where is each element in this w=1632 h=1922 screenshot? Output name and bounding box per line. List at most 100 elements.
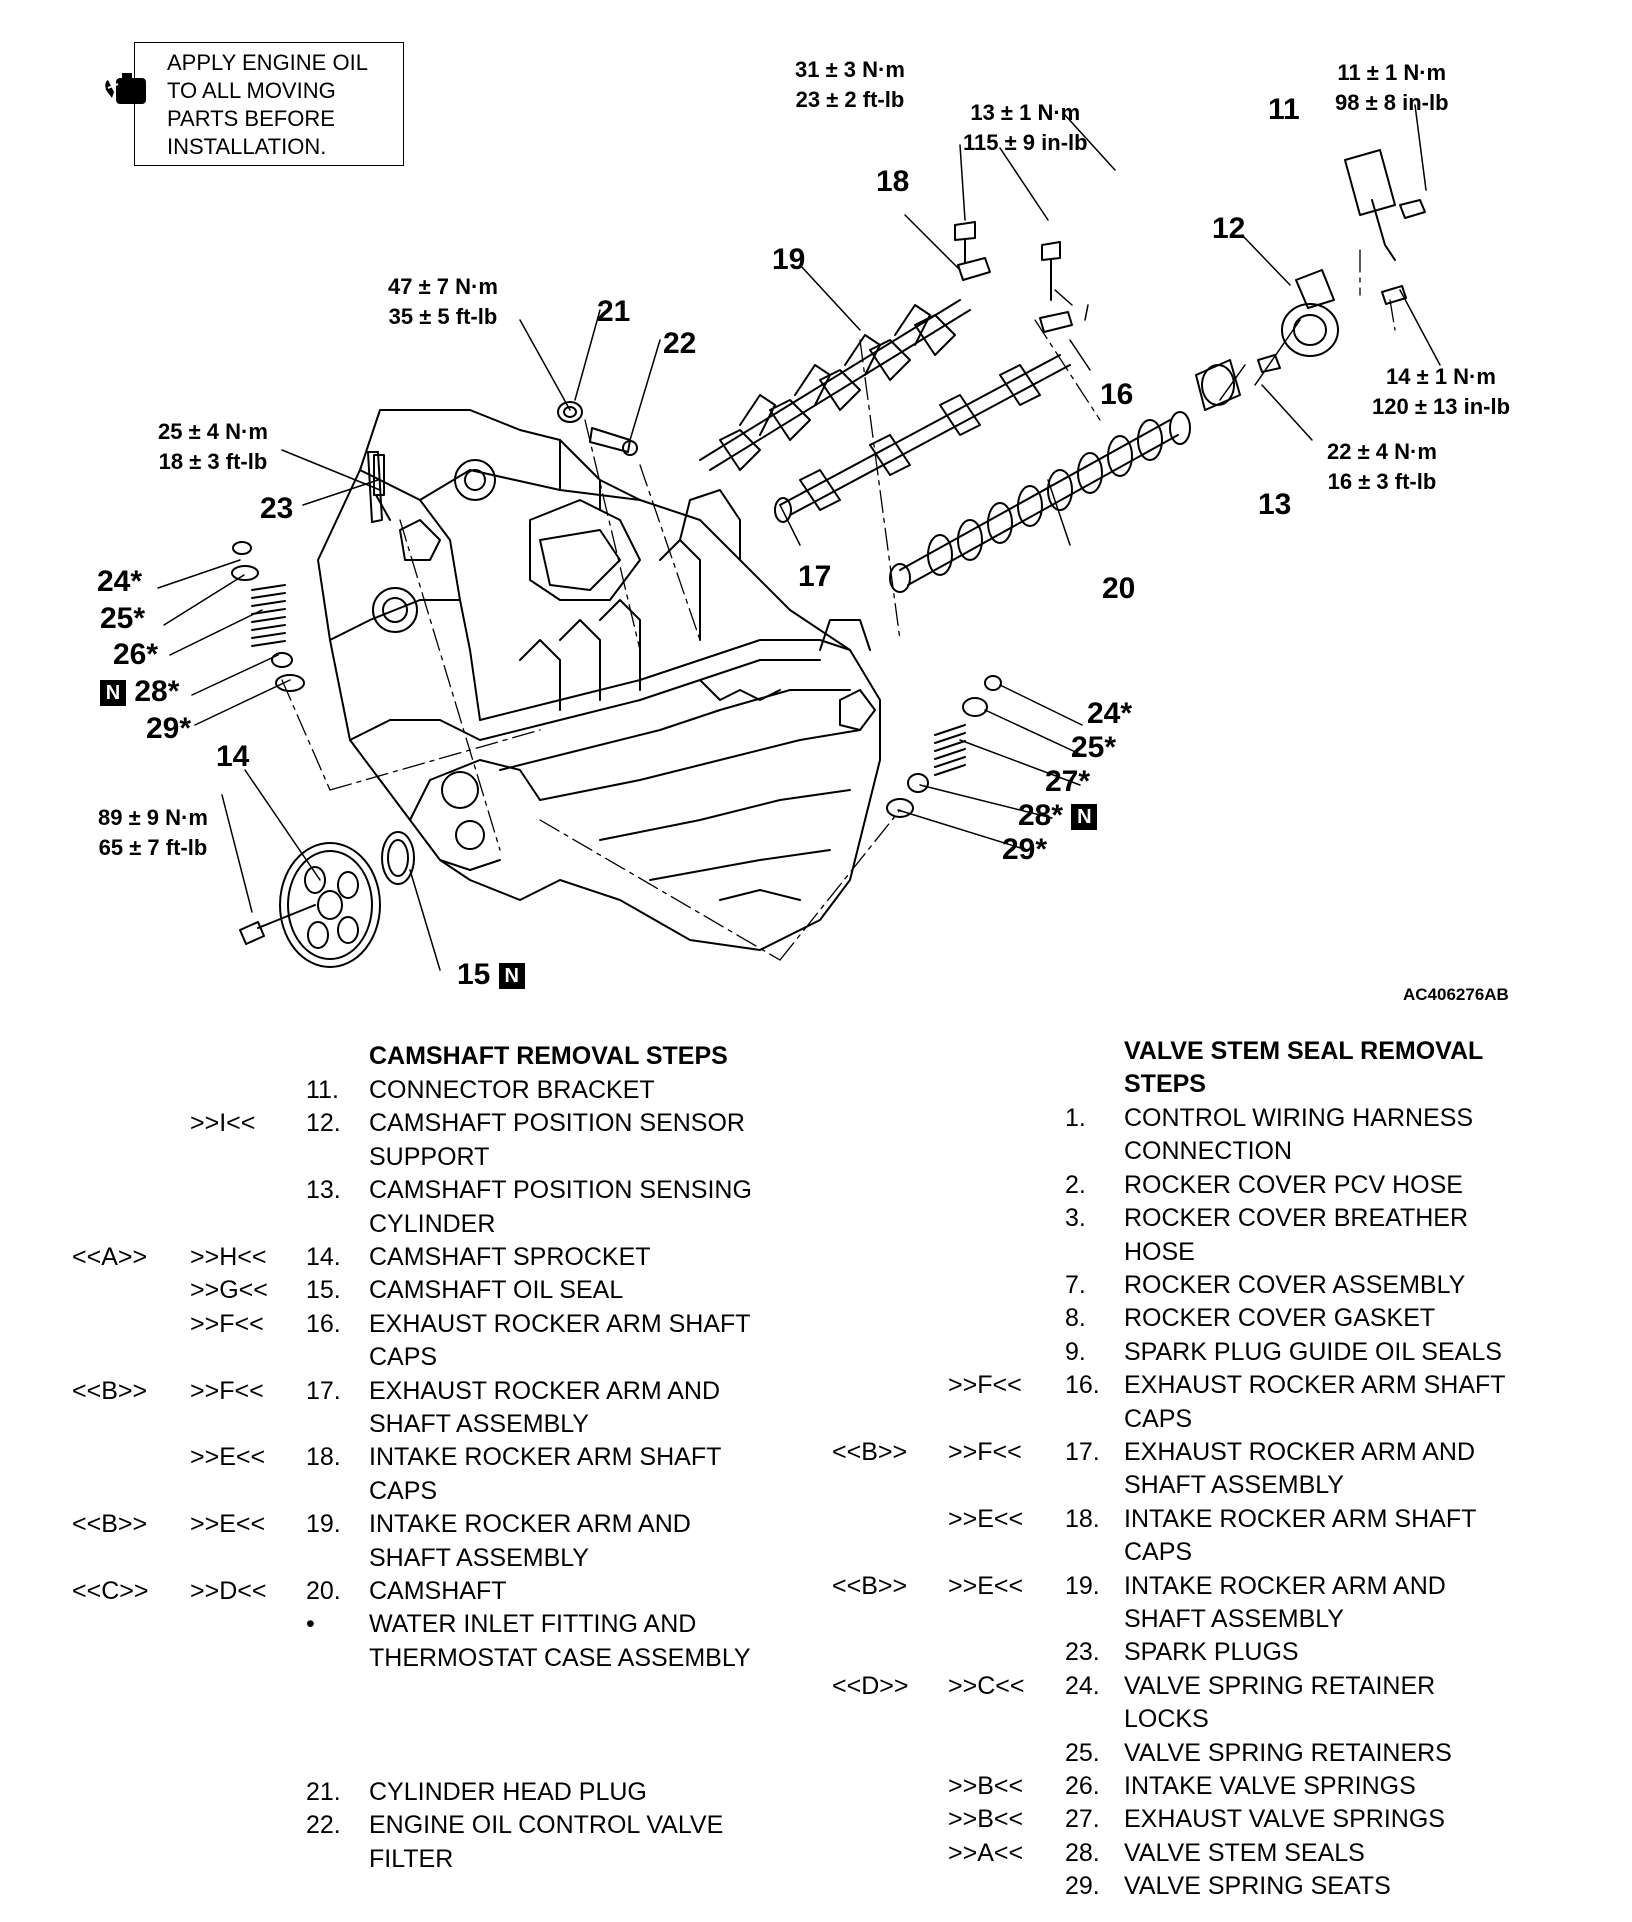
apply-oil-note-box: APPLY ENGINE OIL TO ALL MOVING PARTS BEF… — [134, 42, 404, 166]
step-row: • WATER INLET FITTING AND THERMOSTAT CASE… — [0, 1608, 820, 1675]
torque-metric: 14 ± 1 N·m — [1386, 364, 1496, 389]
step-ref-installation: >>F<< — [190, 1376, 264, 1405]
torque-spec-sensing-cylinder: 22 ± 4 N·m 16 ± 3 ft-lb — [1327, 437, 1437, 497]
step-label: VALVE STEM SEALS — [1124, 1838, 1365, 1867]
callout-11: 11 — [1268, 93, 1300, 126]
step-label: INTAKE VALVE SPRINGS — [1124, 1771, 1416, 1800]
step-label: CAMSHAFT POSITION SENSING CYLINDER — [369, 1176, 752, 1238]
step-label: CAMSHAFT SPROCKET — [369, 1242, 651, 1271]
torque-spec-exhaust-caps: 13 ± 1 N·m 115 ± 9 in-lb — [963, 98, 1088, 158]
callout-15: 15 N — [457, 958, 525, 992]
apply-oil-note-text: APPLY ENGINE OIL TO ALL MOVING PARTS BEF… — [167, 50, 368, 159]
step-label: EXHAUST VALVE SPRINGS — [1124, 1805, 1445, 1834]
callout-15-number: 15 — [457, 958, 491, 991]
step-row: >>A<< 28. VALVE STEM SEALS — [0, 1837, 1632, 1870]
step-ref-installation: >>F<< — [948, 1437, 1022, 1466]
step-row: <<B>>>>E<<19.INTAKE ROCKER ARM AND SHAFT… — [0, 1570, 1632, 1637]
torque-spec-connector-bracket: 11 ± 1 N·m 98 ± 8 in-lb — [1335, 58, 1449, 118]
step-row: <<B>>>>F<<17.EXHAUST ROCKER ARM AND SHAF… — [0, 1375, 820, 1442]
step-number: 24. — [1065, 1671, 1100, 1700]
step-ref-removal: <<B>> — [832, 1437, 908, 1466]
step-row: 2.ROCKER COVER PCV HOSE — [0, 1169, 1632, 1202]
step-number: 19. — [306, 1510, 341, 1539]
intake-rocker-shaft-drawing — [699, 299, 971, 471]
step-row: 11.CONNECTOR BRACKET — [0, 1074, 820, 1107]
oil-can-icon — [105, 73, 146, 104]
torque-metric: 22 ± 4 N·m — [1327, 439, 1437, 464]
camshaft-drawing — [889, 411, 1191, 593]
step-number: 17. — [306, 1376, 341, 1405]
step-row: 29.VALVE SPRING SEATS — [0, 1870, 1632, 1903]
spark-plug-drawing — [367, 451, 391, 523]
callout-29-right: 29* — [1002, 833, 1048, 866]
callout-21: 21 — [597, 295, 631, 328]
torque-imperial: 18 ± 3 ft-lb — [158, 449, 268, 474]
step-number: 8. — [1065, 1304, 1086, 1333]
step-row: 13.CAMSHAFT POSITION SENSING CYLINDER — [0, 1174, 820, 1241]
step-ref-installation: >>C<< — [948, 1671, 1025, 1700]
callout-28-right: 28* N — [1018, 799, 1098, 833]
torque-imperial: 16 ± 3 ft-lb — [1327, 469, 1437, 494]
new-part-icon: N — [498, 963, 525, 990]
step-label: CAMSHAFT — [369, 1576, 507, 1605]
step-label: INTAKE ROCKER ARM AND SHAFT ASSEMBLY — [369, 1510, 691, 1572]
cylinder-head-drawing — [317, 409, 881, 951]
step-label: EXHAUST ROCKER ARM AND SHAFT ASSEMBLY — [1124, 1437, 1476, 1500]
step-label: CAMSHAFT OIL SEAL — [369, 1276, 624, 1305]
step-ref-installation: >>F<< — [948, 1371, 1022, 1400]
step-label: CONNECTOR BRACKET — [369, 1076, 655, 1104]
torque-imperial: 120 ± 13 in-lb — [1372, 394, 1511, 419]
step-label: CYLINDER HEAD PLUG — [369, 1778, 647, 1806]
step-label: SPARK PLUGS — [1124, 1638, 1299, 1667]
figure-code: AC406276AB — [1403, 985, 1509, 1004]
step-number: • — [306, 1610, 315, 1639]
step-number: 12. — [306, 1109, 341, 1138]
step-number: 7. — [1065, 1270, 1086, 1299]
step-label: ROCKER COVER GASKET — [1124, 1304, 1436, 1333]
callout-17: 17 — [798, 560, 832, 593]
torque-spec-intake-caps: 31 ± 3 N·m 23 ± 2 ft-lb — [795, 55, 905, 115]
cam-sensor-parts-drawing — [1195, 149, 1426, 411]
step-row: 7.ROCKER COVER ASSEMBLY — [0, 1269, 1632, 1302]
step-row: 21.CYLINDER HEAD PLUG — [0, 1776, 820, 1809]
step-number: 19. — [1065, 1571, 1100, 1600]
torque-metric: 31 ± 3 N·m — [795, 57, 905, 82]
callout-23: 23 — [260, 492, 294, 525]
torque-metric: 47 ± 7 N·m — [388, 274, 498, 299]
plug-and-filter-drawing — [557, 401, 638, 456]
step-label: EXHAUST ROCKER ARM SHAFT CAPS — [1124, 1371, 1506, 1433]
step-row: >>F<<16.EXHAUST ROCKER ARM SHAFT CAPS — [0, 1369, 1632, 1436]
step-ref-installation: >>H<< — [190, 1242, 267, 1271]
valve-steps-title: VALVE STEM SEAL REMOVAL STEPS — [1124, 1037, 1484, 1098]
step-label: CONTROL WIRING HARNESS CONNECTION — [1124, 1104, 1474, 1166]
step-label: WATER INLET FITTING AND THERMOSTAT CASE … — [369, 1610, 751, 1672]
step-number: 27. — [1065, 1805, 1100, 1834]
step-number: 15. — [306, 1276, 341, 1305]
step-ref-installation: >>F<< — [190, 1309, 264, 1338]
callout-28-right-number: 28* — [1018, 799, 1064, 832]
callout-13: 13 — [1258, 488, 1292, 521]
step-ref-installation: >>B<< — [948, 1805, 1024, 1834]
torque-spec-camshaft-sprocket: 89 ± 9 N·m 65 ± 7 ft-lb — [98, 803, 208, 863]
callout-28-left-number: 28* — [134, 675, 180, 708]
new-part-icon: N — [100, 680, 126, 707]
step-ref-installation: >>E<< — [948, 1504, 1024, 1533]
step-label: EXHAUST ROCKER ARM SHAFT CAPS — [369, 1309, 751, 1372]
step-ref-removal: <<B>> — [72, 1510, 148, 1539]
callout-19: 19 — [772, 243, 806, 276]
step-ref-installation: >>G<< — [190, 1276, 268, 1305]
callout-29-left: 29* — [146, 712, 192, 745]
step-ref-installation: >>E<< — [190, 1443, 266, 1472]
torque-spec-cylinder-head-plug: 47 ± 7 N·m 35 ± 5 ft-lb — [388, 272, 498, 332]
step-row: <<A>>>>H<<14.CAMSHAFT SPROCKET — [0, 1241, 820, 1274]
camshaft-steps-title: CAMSHAFT REMOVAL STEPS — [369, 1042, 728, 1070]
step-ref-removal: <<A>> — [72, 1242, 148, 1271]
step-number: 28. — [1065, 1838, 1100, 1867]
step-ref-removal: <<D>> — [832, 1671, 909, 1700]
torque-imperial: 35 ± 5 ft-lb — [388, 304, 498, 329]
callout-25-left: 25* — [100, 602, 146, 635]
step-row: 8. ROCKER COVER GASKET — [0, 1302, 1632, 1335]
step-ref-installation: >>A<< — [948, 1838, 1024, 1867]
step-number: 2. — [1065, 1170, 1086, 1199]
step-label: INTAKE ROCKER ARM SHAFT CAPS — [1124, 1504, 1477, 1567]
